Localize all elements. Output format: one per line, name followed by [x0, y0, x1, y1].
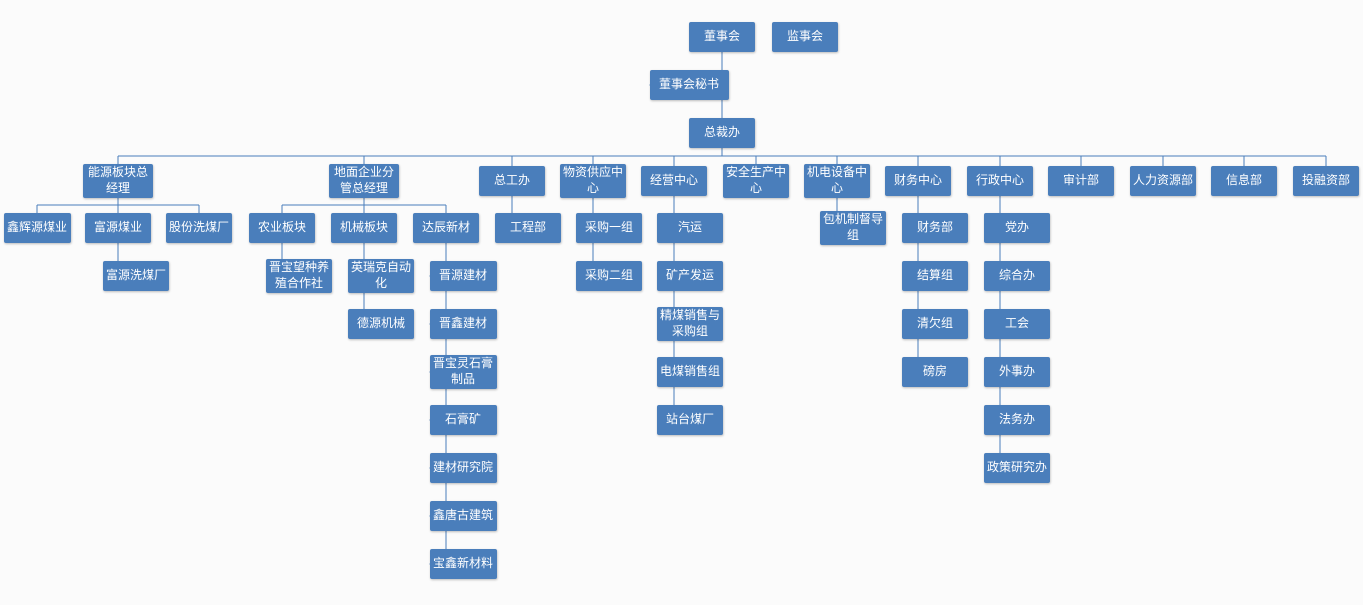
org-node-jdzx: 机电设备中心	[804, 164, 870, 198]
org-node-xhy: 鑫辉源煤业	[3, 213, 71, 243]
org-node-db: 党办	[984, 213, 1050, 243]
org-node-jsz: 结算组	[902, 261, 968, 291]
org-node-fwb: 法务办	[984, 405, 1050, 435]
org-node-dcxc: 达辰新材	[413, 213, 479, 243]
org-node-xzzx: 行政中心	[967, 166, 1033, 196]
org-node-gcb: 工程部	[495, 213, 561, 243]
org-node-dsh: 董事会	[689, 22, 755, 52]
org-node-zcyj: 政策研究办	[984, 453, 1050, 483]
org-node-zcb: 总裁办	[689, 118, 755, 148]
org-node-jyjc: 晋源建材	[429, 261, 497, 291]
org-node-jbwz: 晋宝望种养殖合作社	[266, 259, 332, 293]
org-node-bf: 磅房	[902, 357, 968, 387]
org-node-bjz: 包机制督导组	[820, 211, 886, 245]
org-node-rlzy: 人力资源部	[1130, 166, 1196, 196]
org-node-cwb: 财务部	[902, 213, 968, 243]
org-node-jxbk: 机械板块	[331, 213, 397, 243]
org-node-qqz: 清欠组	[902, 309, 968, 339]
org-node-kcfy: 矿产发运	[657, 261, 723, 291]
org-node-trz: 投融资部	[1293, 166, 1359, 196]
org-node-wzgy: 物资供应中心	[560, 164, 626, 198]
org-node-jbl: 晋宝灵石膏制品	[429, 355, 497, 389]
org-node-gh: 工会	[984, 309, 1050, 339]
org-node-xtg: 鑫唐古建筑	[429, 501, 497, 531]
org-node-xxb: 信息部	[1211, 166, 1277, 196]
org-node-yrk: 英瑞克自动化	[348, 259, 414, 293]
org-node-gfxm: 股份洗煤厂	[166, 213, 232, 243]
org-node-dmxs: 电煤销售组	[657, 357, 723, 387]
org-node-sgk: 石膏矿	[429, 405, 497, 435]
org-node-zhb: 综合办	[984, 261, 1050, 291]
org-node-jxjc: 晋鑫建材	[429, 309, 497, 339]
org-node-wsb: 外事办	[984, 357, 1050, 387]
org-node-dsms: 董事会秘书	[649, 70, 729, 100]
org-node-cg1: 采购一组	[576, 213, 642, 243]
org-node-nybk: 农业板块	[249, 213, 315, 243]
org-node-jyzx: 经营中心	[641, 166, 707, 196]
org-node-jcyj: 建材研究院	[429, 453, 497, 483]
org-node-jsh: 监事会	[772, 22, 838, 52]
org-node-dmzj: 地面企业分管总经理	[329, 164, 399, 198]
org-node-ztmc: 站台煤厂	[657, 405, 723, 435]
org-node-cwzx: 财务中心	[885, 166, 951, 196]
org-node-zgb: 总工办	[479, 166, 545, 196]
org-node-qy: 汽运	[657, 213, 723, 243]
org-node-bxx: 宝鑫新材料	[429, 549, 497, 579]
org-node-fymy: 富源煤业	[85, 213, 151, 243]
org-node-nyzj: 能源板块总经理	[83, 164, 153, 198]
org-node-cg2: 采购二组	[576, 261, 642, 291]
org-node-fyxm: 富源洗煤厂	[103, 261, 169, 291]
org-node-aqzx: 安全生产中心	[723, 164, 789, 198]
org-node-sjb: 审计部	[1048, 166, 1114, 196]
org-node-jmxs: 精煤销售与采购组	[657, 307, 723, 341]
org-node-dyjx: 德源机械	[348, 309, 414, 339]
